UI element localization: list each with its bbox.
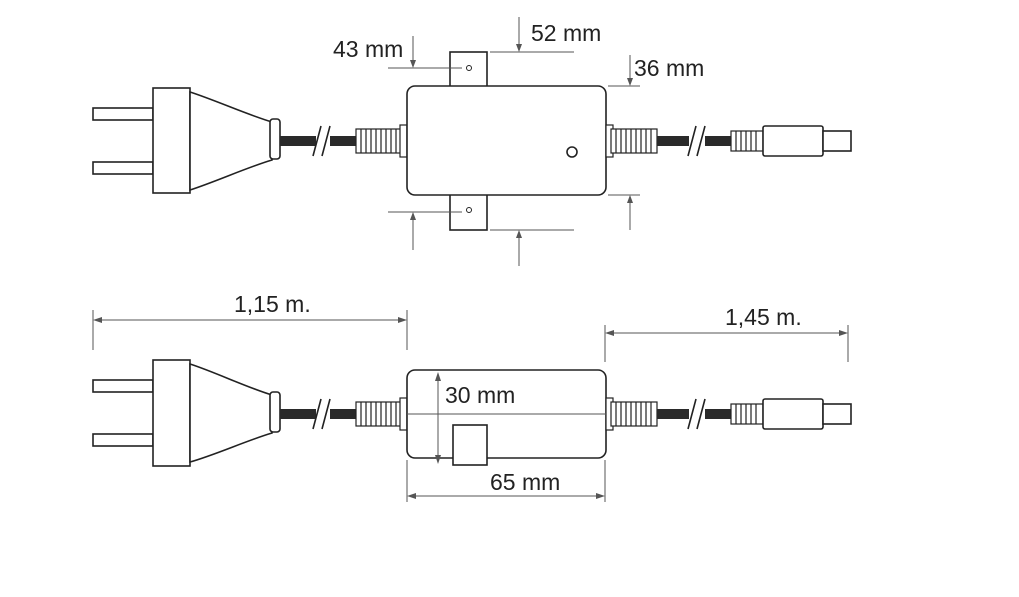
plug-body [189,90,273,192]
adapter-body-top [406,85,607,196]
plug-body [189,362,273,464]
dim-36-arrow [627,78,633,86]
dc-plug-sleeve [762,125,824,157]
side-input-cable [280,397,408,431]
dim-label-output-cable: 1,45 m. [725,304,802,330]
strain-relief-right [605,397,658,431]
top-output-cable [605,124,731,158]
cable-break-mark [687,398,697,430]
plug-pin-lower [92,433,154,447]
plug-pin-lower [92,161,154,175]
plug-face [152,87,191,194]
cable-segment [330,136,356,146]
dim-115-arrow-right [398,317,407,323]
cable-segment [330,409,356,419]
plug-strain-collar [269,391,281,433]
plug-face [152,359,191,467]
dim-label-65mm: 65 mm [490,469,560,495]
cable-segment [657,136,689,146]
cable-break-mark [312,125,322,157]
side-dc-connector [730,398,852,430]
top-plug [92,87,281,194]
dim-145-arrow-right [839,330,848,336]
cable-break-mark [312,398,322,430]
strain-relief-left [355,124,408,158]
side-dimension-lines [92,310,849,502]
mount-tab-top [449,51,488,89]
dim-label-52mm: 52 mm [531,20,601,46]
plug-strain-collar [269,118,281,160]
top-dc-connector [730,125,852,157]
dc-plug-tip [822,130,852,152]
side-view [92,359,852,467]
cable-break-mark [321,398,331,430]
dim-30-arrow-bottom [435,455,441,464]
dim-52-arrow [516,44,522,52]
top-view [92,51,852,231]
dim-145-arrow-left [605,330,614,336]
top-dimension-lines [388,17,640,266]
mount-tab-side [452,424,488,466]
cable-break-mark [696,125,706,157]
cable-segment [705,136,731,146]
dim-65-arrow-right [596,493,605,499]
dim-label-input-cable: 1,15 m. [234,291,311,317]
dim-label-43mm: 43 mm [333,36,403,62]
dc-plug-sleeve [762,398,824,430]
dim-36-arrow [627,195,633,203]
mount-hole-bottom [466,207,472,213]
dim-label-36mm: 36 mm [634,55,704,81]
side-output-cable [605,397,731,431]
dim-43-arrow [410,60,416,68]
dim-52-arrow [516,230,522,238]
cable-segment [280,409,316,419]
cable-segment [280,136,316,146]
dc-plug-tip [822,403,852,425]
top-input-cable [280,124,408,158]
plug-pin-upper [92,379,154,393]
plug-pin-upper [92,107,154,121]
cable-segment [657,409,689,419]
mount-hole-top [466,65,472,71]
cable-break-mark [321,125,331,157]
side-plug [92,359,281,467]
cable-break-mark [687,125,697,157]
led-indicator [566,146,578,158]
dim-label-30mm: 30 mm [445,382,515,408]
dim-30-arrow-top [435,372,441,381]
strain-relief-right [605,124,658,158]
cable-segment [705,409,731,419]
strain-relief-left [355,397,408,431]
dim-65-arrow-left [407,493,416,499]
cable-break-mark [696,398,706,430]
dim-115-arrow-left [93,317,102,323]
dim-43-arrow [410,212,416,220]
